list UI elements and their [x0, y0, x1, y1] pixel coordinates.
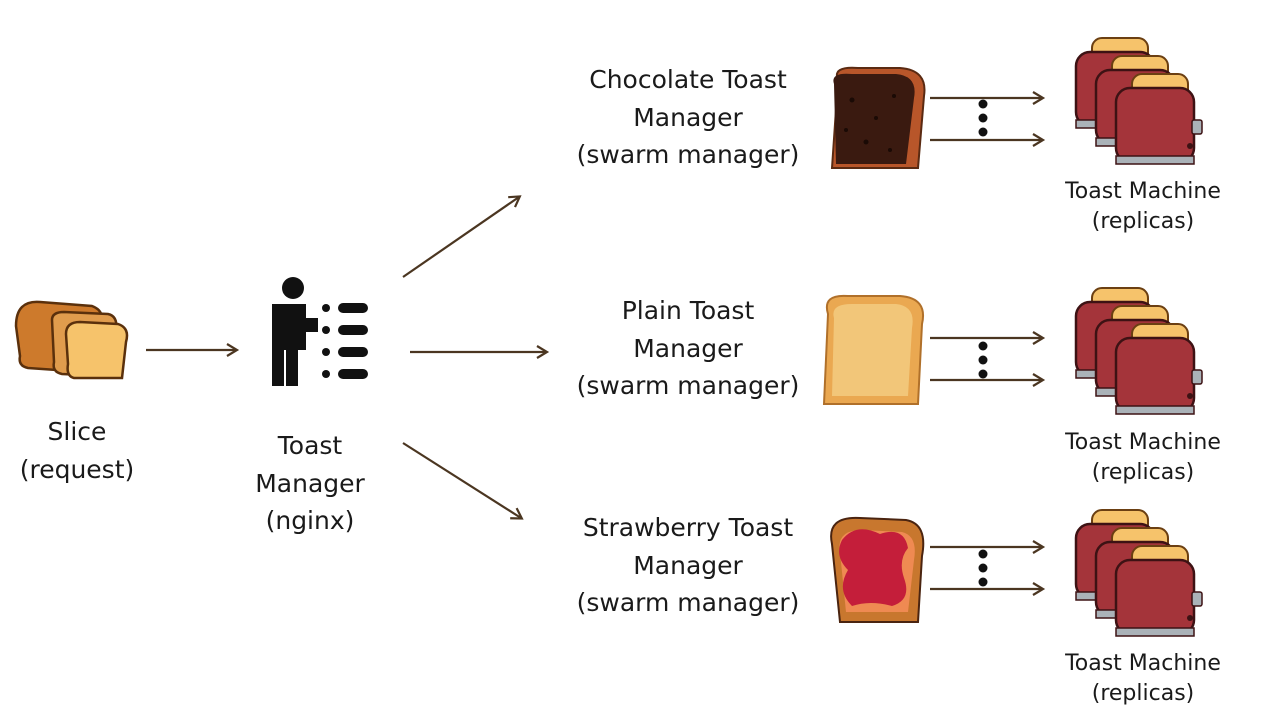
strawberry-label-line2: Manager — [633, 550, 743, 580]
nginx-manager-label: Toast Manager (nginx) — [230, 427, 390, 540]
ellipsis-dots-chocolate — [978, 99, 988, 137]
strawberry-label-line1: Strawberry Toast — [582, 513, 794, 542]
strawberry-label-line3: (swarm manager) — [576, 588, 800, 617]
slice-label-line2: (request) — [19, 454, 135, 484]
plain-label-line1: Plain Toast — [621, 296, 755, 325]
ellipsis-dots-strawberry — [978, 549, 988, 587]
toast-machine-label-chocolate: Toast Machine (replicas) — [1048, 177, 1238, 236]
machine-label-line2: (replicas) — [1091, 208, 1195, 234]
toaster-stack-icon-chocolate — [1074, 36, 1204, 166]
ellipsis-dots-plain — [978, 341, 988, 379]
plain-toast-icon — [822, 294, 924, 405]
machine-label-line1: Toast Machine — [1065, 179, 1221, 204]
chocolate-label-line2: Manager — [633, 102, 743, 132]
toaster-stack-icon-strawberry — [1074, 508, 1204, 638]
slice-label-line1: Slice — [47, 417, 107, 446]
slice-label: Slice (request) — [2, 413, 152, 488]
strawberry-toast-icon — [830, 516, 925, 623]
strawberry-manager-label: Strawberry Toast Manager (swarm manager) — [558, 509, 818, 622]
machine-label-line1: Toast Machine — [1065, 430, 1221, 455]
plain-manager-label: Plain Toast Manager (swarm manager) — [558, 292, 818, 405]
toast-machine-label-strawberry: Toast Machine (replicas) — [1048, 649, 1238, 708]
manager-person-icon — [272, 277, 368, 386]
toaster-stack-icon-plain — [1074, 286, 1204, 416]
bread-loaf-icon — [14, 300, 129, 380]
chocolate-label-line3: (swarm manager) — [576, 140, 800, 169]
machine-label-line1: Toast Machine — [1065, 651, 1221, 676]
chocolate-toast-icon — [830, 66, 926, 169]
plain-label-line2: Manager — [633, 333, 743, 363]
nginx-label-line3: (nginx) — [265, 506, 355, 535]
plain-label-line3: (swarm manager) — [576, 371, 800, 400]
chocolate-label-line1: Chocolate Toast — [589, 65, 787, 94]
nginx-label-line2: Manager — [255, 468, 365, 498]
arrow-nginx-to-strawberry — [402, 442, 524, 520]
machine-label-line2: (replicas) — [1091, 459, 1195, 485]
arrow-nginx-to-chocolate — [402, 195, 522, 278]
machine-label-line2: (replicas) — [1091, 680, 1195, 706]
nginx-label-line1: Toast — [277, 431, 343, 460]
chocolate-manager-label: Chocolate Toast Manager (swarm manager) — [558, 61, 818, 174]
toast-machine-label-plain: Toast Machine (replicas) — [1048, 428, 1238, 487]
